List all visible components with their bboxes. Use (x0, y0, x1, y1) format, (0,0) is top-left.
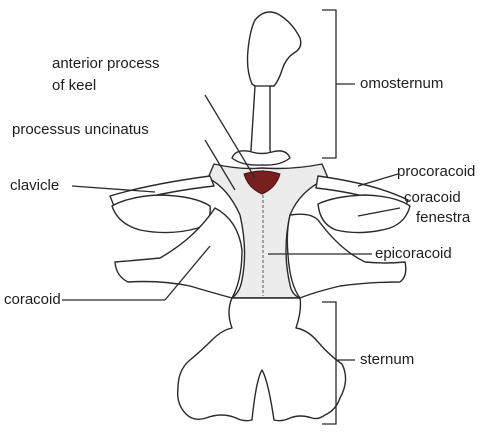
label-procoracoid: procoracoid (397, 163, 475, 180)
label-clavicle: clavicle (10, 177, 59, 194)
label-omosternum: omosternum (360, 75, 443, 92)
leader-procoracoid (358, 174, 398, 186)
label-coracoid-fenestra-line1: coracoid (404, 189, 461, 206)
label-sternum: sternum (360, 351, 414, 368)
label-coracoid-fenestra-line2: fenestra (416, 209, 471, 226)
label-anterior-process-line2: of keel (52, 77, 96, 94)
leader-anterior-process (205, 95, 255, 178)
label-anterior-process-line1: anterior process (52, 55, 160, 72)
omosternum-base (232, 151, 290, 165)
label-processus-uncinatus: processus uncinatus (12, 121, 149, 138)
left-coracoid-fenestra (112, 195, 210, 233)
label-epicoracoid: epicoracoid (375, 245, 452, 262)
right-coracoid-fenestra (318, 195, 410, 233)
omosternum-bracket (322, 10, 355, 158)
sternum-bone (178, 298, 346, 421)
label-coracoid: coracoid (4, 291, 61, 308)
